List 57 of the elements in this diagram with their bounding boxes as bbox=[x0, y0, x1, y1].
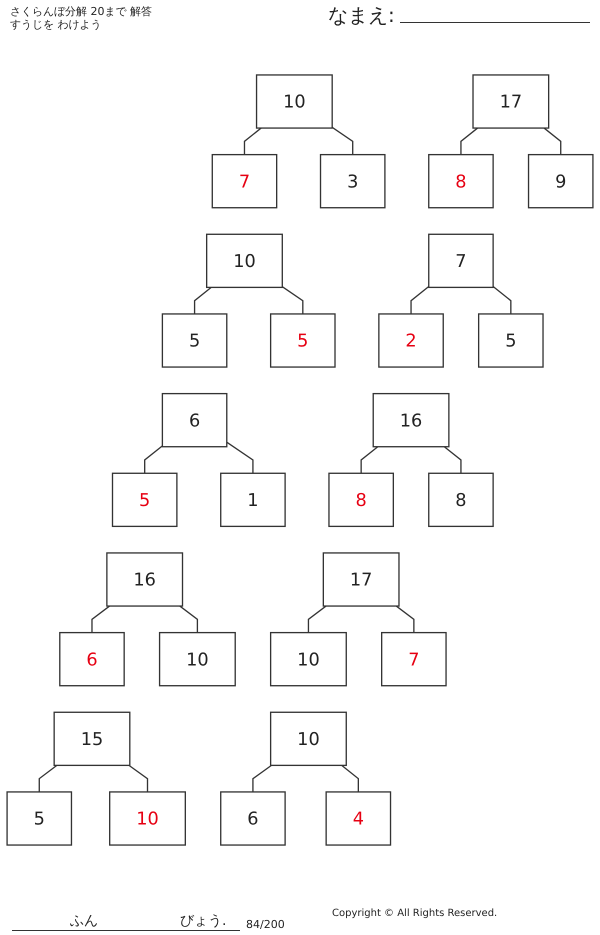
node-box: 16 bbox=[372, 392, 450, 448]
node-box: 17 bbox=[472, 74, 550, 129]
connector bbox=[91, 606, 110, 633]
node-box: 6 bbox=[162, 392, 228, 448]
node-box: 8 bbox=[328, 472, 394, 528]
connector bbox=[194, 286, 212, 314]
connector bbox=[460, 128, 478, 155]
seconds-label: びょう. bbox=[180, 912, 226, 930]
connector bbox=[410, 286, 430, 314]
connector bbox=[179, 606, 198, 633]
connector bbox=[360, 446, 378, 474]
node-box: 3 bbox=[320, 154, 386, 208]
node-box: 5 bbox=[112, 472, 178, 528]
node-box: 8 bbox=[428, 472, 494, 528]
connector bbox=[38, 764, 58, 792]
node-box: 5 bbox=[6, 791, 72, 846]
node-box: 5 bbox=[162, 313, 228, 368]
node-box: 5 bbox=[478, 313, 544, 368]
connector bbox=[308, 606, 326, 633]
node-box: 6 bbox=[59, 632, 125, 686]
connector bbox=[144, 445, 163, 474]
connector bbox=[252, 764, 272, 792]
node-box: 8 bbox=[428, 154, 494, 208]
page-number: 84/200 bbox=[246, 918, 285, 931]
node-box: 5 bbox=[270, 313, 336, 368]
node-box: 9 bbox=[528, 154, 594, 208]
node-box: 17 bbox=[322, 552, 400, 607]
node-box: 1 bbox=[220, 472, 286, 528]
node-box: 10 bbox=[270, 712, 347, 766]
connector bbox=[492, 286, 512, 314]
connector bbox=[128, 764, 148, 792]
connector bbox=[444, 446, 462, 474]
minutes-label: ふん bbox=[70, 912, 98, 930]
connector bbox=[396, 606, 415, 633]
node-box: 16 bbox=[106, 552, 184, 607]
node-box: 7 bbox=[381, 632, 447, 686]
node-box: 15 bbox=[54, 712, 130, 766]
node-box: 10 bbox=[158, 632, 236, 686]
node-box: 10 bbox=[270, 632, 347, 686]
node-box: 4 bbox=[325, 791, 392, 846]
node-box: 10 bbox=[206, 234, 283, 288]
node-box: 10 bbox=[256, 74, 333, 129]
node-box: 2 bbox=[378, 313, 444, 368]
instruction-text: すうじを わけよう bbox=[10, 17, 102, 32]
node-box: 7 bbox=[428, 234, 494, 288]
node-box: 10 bbox=[109, 791, 186, 846]
worksheet-title: さくらんぼ分解 20まで 解答 bbox=[10, 4, 152, 19]
connector bbox=[226, 442, 254, 474]
connector bbox=[244, 128, 262, 155]
node-box: 7 bbox=[212, 154, 278, 208]
connector bbox=[341, 764, 359, 792]
connector bbox=[282, 286, 304, 314]
copyright-text: Copyright © All Rights Reserved. bbox=[332, 908, 498, 919]
connector bbox=[332, 126, 354, 155]
node-box: 6 bbox=[220, 791, 286, 846]
name-field-label: なまえ: bbox=[328, 2, 395, 29]
connector bbox=[544, 128, 562, 155]
